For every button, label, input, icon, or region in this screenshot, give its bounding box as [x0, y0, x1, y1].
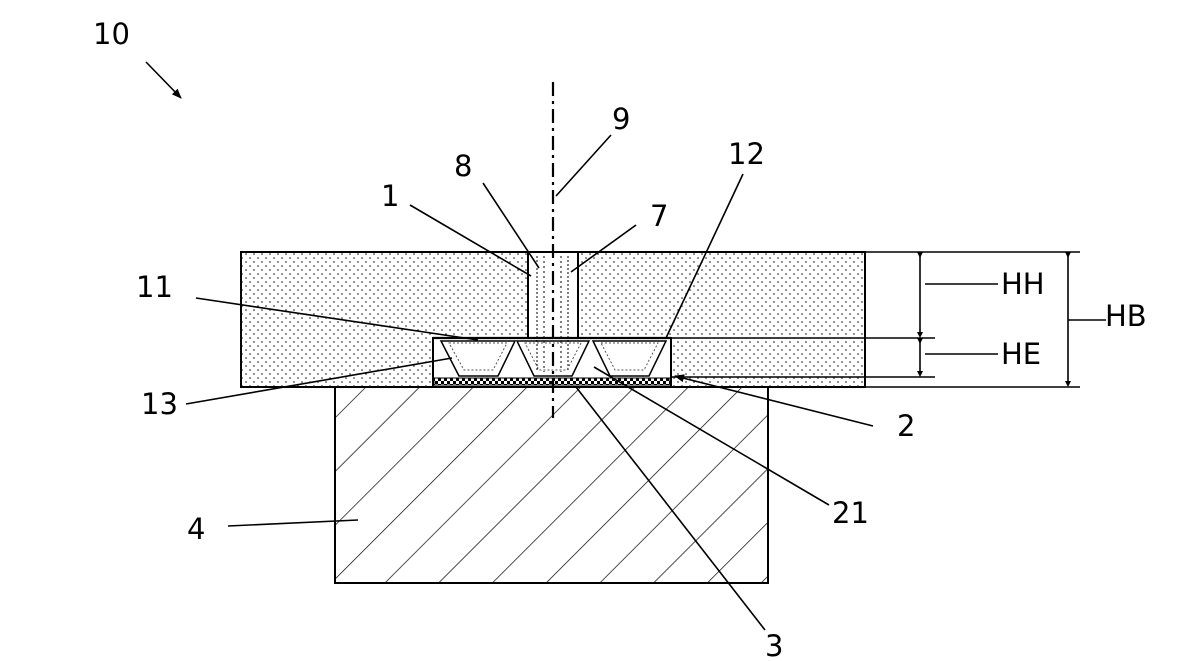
leader-4	[227, 519, 359, 527]
label-4: 4	[187, 512, 205, 546]
label-1: 1	[381, 179, 399, 213]
label-12: 12	[728, 137, 765, 171]
leader-9	[555, 134, 612, 197]
leader-21	[593, 366, 830, 506]
leader-11	[195, 297, 479, 341]
label-3: 3	[765, 629, 783, 661]
label-11: 11	[136, 270, 173, 304]
label-13: 13	[141, 387, 178, 421]
label-21: 21	[832, 496, 869, 530]
leader-2	[674, 374, 874, 427]
cavity-middle	[515, 340, 591, 377]
label-8: 8	[454, 149, 472, 183]
label-7: 7	[650, 199, 668, 233]
label-he: HE	[1001, 337, 1041, 371]
leader-8	[482, 182, 540, 269]
leader-7	[570, 224, 637, 273]
label-9: 9	[612, 102, 630, 136]
label-hb: HB	[1105, 299, 1147, 333]
leader-10	[145, 61, 182, 99]
cavity-middle-inner	[524, 342, 582, 371]
label-2: 2	[897, 409, 915, 443]
leader-13	[185, 357, 453, 405]
leader-12	[665, 173, 744, 339]
leader-3	[575, 386, 766, 631]
cavity-left	[439, 340, 517, 377]
leader-1	[409, 204, 532, 277]
base-block-4	[334, 386, 769, 584]
cavity-left-inner	[448, 342, 508, 371]
label-10: 10	[93, 17, 130, 51]
cavity-right	[591, 340, 668, 377]
cavity-right-inner	[600, 342, 659, 371]
label-hh: HH	[1001, 267, 1045, 301]
